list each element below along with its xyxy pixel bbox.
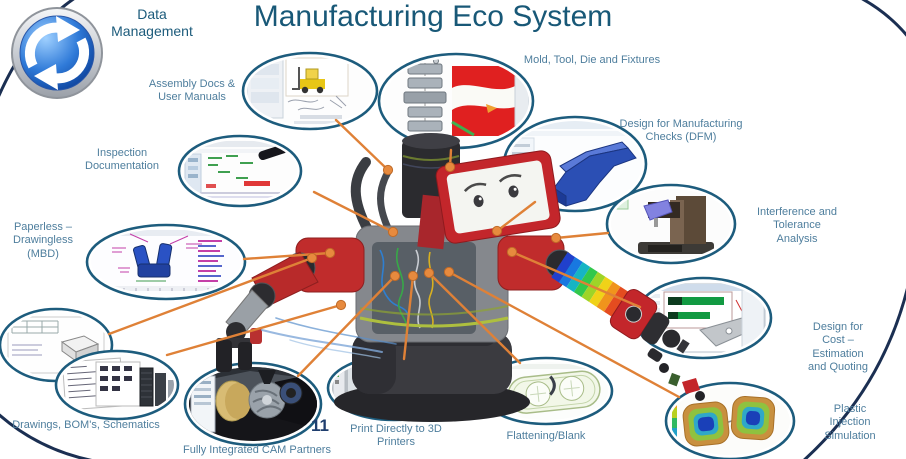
cam-partners-label: Fully Integrated CAM Partners bbox=[183, 444, 331, 456]
iso-part-drawing bbox=[60, 335, 100, 362]
exploded-gripper-parts bbox=[647, 348, 705, 401]
inspection-thumbnail bbox=[177, 134, 303, 208]
flat-pattern bbox=[507, 370, 601, 414]
server-racks bbox=[139, 367, 174, 407]
connector-drawings-a bbox=[107, 256, 314, 336]
connector-lines bbox=[107, 118, 681, 399]
interference-thumbnail bbox=[605, 183, 737, 265]
connector-mbd bbox=[242, 251, 332, 261]
assembly-docs-label: Assembly Docs & User Manuals bbox=[148, 78, 236, 104]
mold-tool-die-label: Mold, Tool, Die and Fixtures bbox=[523, 54, 661, 66]
motion-streaks bbox=[261, 317, 397, 359]
mbd-thumbnail bbox=[85, 223, 247, 301]
data-management-label: Data Management bbox=[111, 6, 193, 40]
cmm-machine bbox=[638, 196, 714, 254]
internal-wiring bbox=[379, 247, 434, 333]
connector-cam bbox=[296, 274, 397, 378]
connector-drawings-b bbox=[165, 303, 343, 357]
dfm-label: Design for Manufacturing Checks (DFM) bbox=[619, 118, 743, 144]
left-gripper bbox=[216, 328, 262, 372]
mold-tool-die-thumbnail bbox=[377, 52, 535, 150]
drawings-bom-label: Drawings, BOM's, Schematics bbox=[12, 419, 160, 431]
page-title: Manufacturing Eco System bbox=[253, 0, 613, 33]
connector-inspection bbox=[312, 190, 395, 234]
cartoon-eyes bbox=[463, 174, 522, 208]
mbd-notes-column bbox=[198, 240, 224, 282]
connector-assembly bbox=[334, 118, 390, 172]
connector-dots bbox=[306, 161, 562, 311]
plastic-injection-label: Plastic Injection Simulation bbox=[824, 403, 876, 442]
drawings-thumbnail-b bbox=[54, 349, 180, 421]
connector-flattening bbox=[427, 271, 522, 365]
molded-part-left bbox=[682, 401, 730, 447]
right-arm-fea bbox=[551, 252, 690, 354]
connector-dfm bbox=[495, 200, 537, 233]
connector-interference bbox=[554, 231, 610, 240]
flattening-label: Flattening/Blank bbox=[506, 430, 586, 442]
interference-label: Interference and Tolerance Analysis bbox=[756, 206, 838, 245]
connector-plastic bbox=[447, 270, 681, 399]
sync-arrows-icon bbox=[11, 7, 103, 99]
blue-cad-part bbox=[133, 243, 173, 278]
mbd-label: Paperless – Drawingless (MBD) bbox=[13, 221, 73, 260]
robot-face-screen bbox=[435, 150, 561, 244]
inspection-label: Inspection Documentation bbox=[85, 147, 159, 173]
cam-partners-thumbnail bbox=[183, 361, 323, 447]
molded-part-right bbox=[730, 395, 776, 441]
print-3d-label: Print Directly to 3D Printers bbox=[350, 423, 442, 449]
cnc-machining-scene bbox=[215, 370, 303, 422]
plastic-injection-thumbnail bbox=[664, 381, 796, 459]
connector-design-cost bbox=[510, 250, 642, 309]
design-for-cost-label: Design for Cost – Estimation and Quoting bbox=[808, 321, 868, 374]
mold-surface-cad bbox=[451, 66, 518, 137]
connector-print-3d bbox=[402, 274, 415, 361]
forklift-icon bbox=[292, 67, 325, 94]
assembly-docs-thumbnail bbox=[241, 51, 379, 131]
exploded-mold-stack bbox=[403, 58, 447, 132]
page-number: 11 bbox=[311, 416, 329, 435]
